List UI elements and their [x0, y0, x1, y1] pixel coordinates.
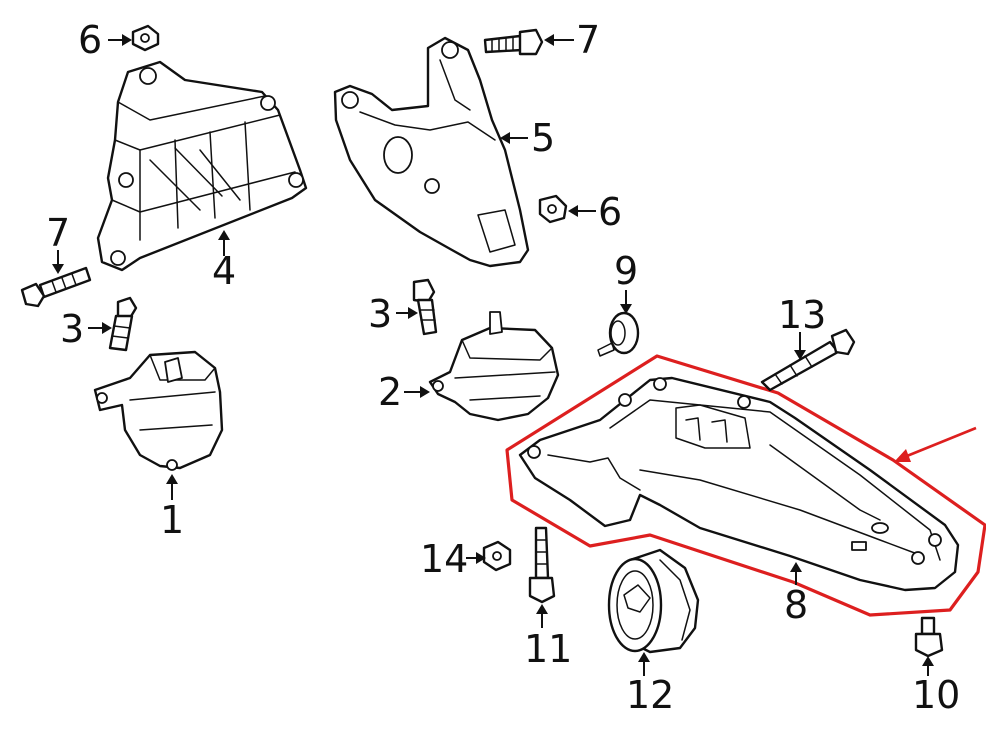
callout-11: 11 — [524, 627, 572, 671]
part-8-crossmember — [518, 376, 960, 592]
leader-lines — [52, 34, 934, 676]
part-13-bolt — [760, 328, 856, 392]
callout-6-top: 6 — [78, 18, 102, 62]
part-6-nut-right — [538, 194, 568, 224]
part-1-mount — [93, 350, 224, 471]
highlight-arrow-line — [901, 426, 977, 460]
part-12-mount — [607, 548, 700, 654]
callout-3-left: 3 — [60, 307, 84, 351]
callout-6-right: 6 — [598, 190, 622, 234]
callout-3-center: 3 — [368, 292, 392, 336]
callout-1: 1 — [160, 498, 184, 542]
callout-4: 4 — [212, 249, 236, 293]
callout-7-top: 7 — [576, 18, 600, 62]
callout-12: 12 — [626, 673, 674, 717]
part-10-bolt — [914, 616, 944, 658]
part-9-buffer — [597, 311, 640, 357]
callout-9: 9 — [614, 249, 638, 293]
callout-8: 8 — [784, 583, 808, 627]
part-3-bolt-center — [412, 278, 438, 336]
part-11-bolt — [528, 526, 556, 604]
part-4-bracket — [96, 60, 308, 272]
part-7-bolt-top — [483, 28, 544, 56]
callout-10: 10 — [912, 673, 960, 717]
part-14-nut — [482, 540, 512, 572]
callout-13: 13 — [778, 293, 826, 337]
highlight-arrow-head — [894, 449, 911, 462]
callout-5: 5 — [531, 116, 555, 160]
part-7-bolt-left — [20, 266, 92, 308]
part-3-bolt-left — [108, 296, 138, 352]
part-8-highlight-outline — [505, 354, 986, 617]
callout-7-left: 7 — [46, 211, 70, 255]
part-2-mount — [428, 311, 560, 422]
callout-2: 2 — [378, 370, 402, 414]
part-5-bracket — [333, 36, 530, 268]
callout-14: 14 — [420, 537, 468, 581]
part-6-nut-top — [131, 24, 160, 52]
